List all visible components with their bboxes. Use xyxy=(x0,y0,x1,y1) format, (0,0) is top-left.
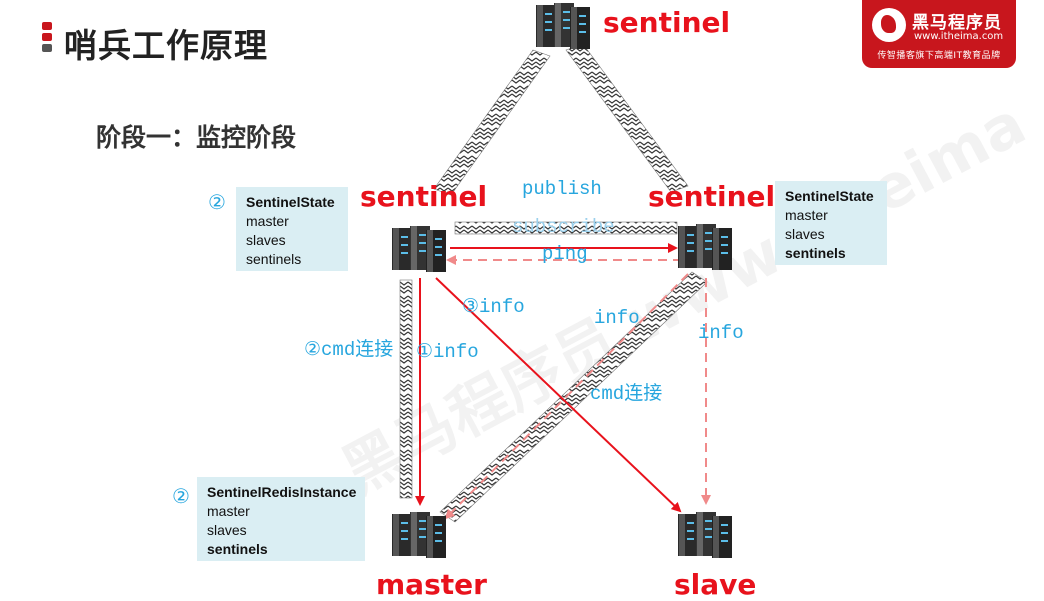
edge-label-publish: publish xyxy=(522,178,602,200)
node-label-master: master xyxy=(376,568,487,601)
server-icon-sentinel-right xyxy=(678,222,734,272)
logo-url: www.itheima.com xyxy=(914,31,1004,42)
sentinel-state-box-left: SentinelState master slaves sentinels xyxy=(236,187,348,271)
sentinel-redis-instance-box: SentinelRedisInstance master slaves sent… xyxy=(197,477,365,561)
title-bullet-mark xyxy=(42,22,52,60)
box-line: master xyxy=(246,213,289,229)
step-marker-left-sentinel: ② xyxy=(208,190,226,214)
box-line: master xyxy=(207,503,250,519)
info-slave-arrow xyxy=(435,277,682,513)
edge-label-info-slave: ③info xyxy=(462,296,525,318)
edge-label-subscribe: subscribe xyxy=(512,216,615,238)
edge-label-ping: ping xyxy=(542,243,588,265)
box-line: master xyxy=(785,207,828,223)
server-icon-master xyxy=(392,510,448,560)
logo-slogan: 传智播客旗下高端IT教育品牌 xyxy=(877,51,1001,61)
box-line: slaves xyxy=(246,232,286,248)
box-title: SentinelRedisInstance xyxy=(207,484,357,500)
box-line: sentinels xyxy=(207,541,268,557)
box-line: sentinels xyxy=(785,245,846,261)
box-title: SentinelState xyxy=(246,194,335,210)
pubsub-channel-bands xyxy=(399,43,708,523)
node-label-sentinel-top: sentinel xyxy=(603,6,731,39)
edge-label-cmd-cross: cmd连接 xyxy=(590,383,663,405)
node-label-sentinel-right: sentinel xyxy=(648,180,776,213)
box-line: slaves xyxy=(207,522,247,538)
brand-logo: 黑马程序员 www.itheima.com 传智播客旗下高端IT教育品牌 xyxy=(862,0,1016,68)
server-icon-sentinel-top xyxy=(536,1,592,51)
edge-label-info-right: info xyxy=(698,322,744,344)
info-cross-arrow xyxy=(444,273,689,520)
horse-logo-icon xyxy=(872,8,906,42)
section-title: 阶段一：监控阶段 xyxy=(96,123,297,152)
box-line: sentinels xyxy=(246,251,302,267)
edge-label-info-cross: info xyxy=(594,307,640,329)
server-icon-sentinel-left xyxy=(392,224,448,274)
edge-label-info-master: ①info xyxy=(416,341,479,363)
sentinel-state-box-right: SentinelState master slaves sentinels xyxy=(775,181,887,265)
box-title: SentinelState xyxy=(785,188,874,204)
logo-name: 黑马程序员 xyxy=(912,13,1002,33)
step-marker-master: ② xyxy=(172,484,190,508)
page-title: 哨兵工作原理 xyxy=(64,26,268,65)
node-label-slave: slave xyxy=(674,568,757,601)
node-label-sentinel-left: sentinel xyxy=(360,180,488,213)
box-line: slaves xyxy=(785,226,825,242)
edge-label-cmd-master: ②cmd连接 xyxy=(304,339,394,361)
server-icon-slave xyxy=(678,510,734,560)
